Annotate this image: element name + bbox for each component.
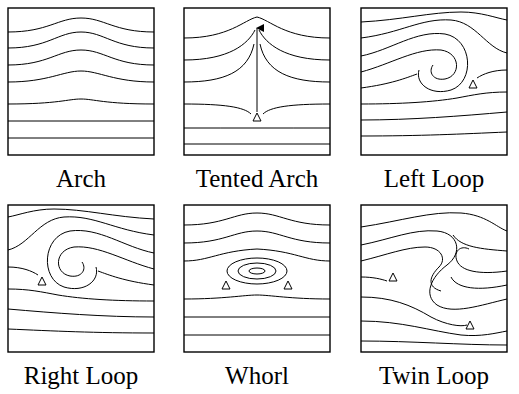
pattern-label: Twin Loop xyxy=(379,362,489,390)
pattern-label: Arch xyxy=(56,165,106,193)
pattern-label: Right Loop xyxy=(24,362,139,390)
pattern-label: Whorl xyxy=(225,362,289,390)
pattern-label: Left Loop xyxy=(384,165,485,193)
pattern-label: Tented Arch xyxy=(196,165,319,193)
